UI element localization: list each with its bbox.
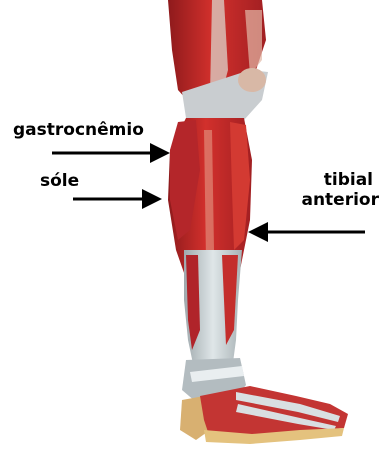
arrow-sole <box>73 189 162 209</box>
arrow-gastrocnemio <box>52 143 170 163</box>
arrow-tibial-anterior <box>248 222 365 242</box>
label-anterior: anterior <box>301 190 379 210</box>
label-gastrocnemio: gastrocnêmio <box>13 120 144 140</box>
label-tibial: tibial <box>324 170 373 190</box>
patella <box>238 68 266 92</box>
label-sole: sóle <box>40 171 79 191</box>
